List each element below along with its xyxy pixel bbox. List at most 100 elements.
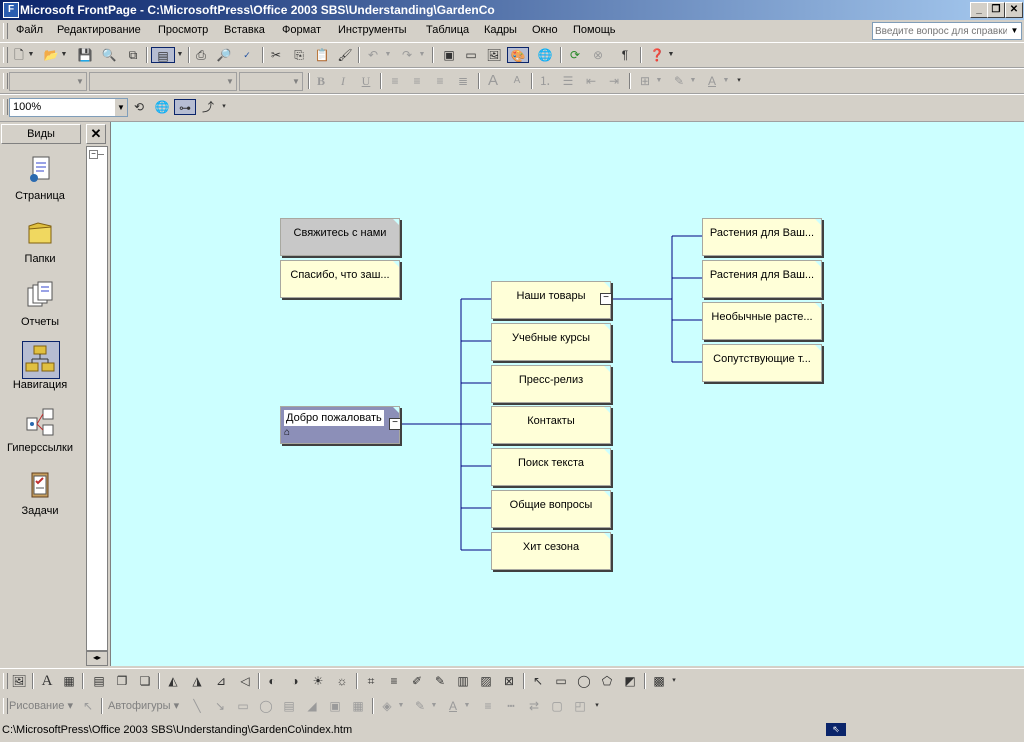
borders-icon[interactable]: ⊞	[639, 74, 651, 88]
bold-icon[interactable]: B	[316, 74, 325, 88]
decrease-font-icon[interactable]: A	[513, 75, 521, 86]
rotate-left-icon[interactable]: ◭	[168, 674, 178, 688]
bevel-icon[interactable]: ▨	[480, 674, 492, 688]
frontpage-app-icon[interactable]: F	[3, 2, 19, 18]
chevron-down-icon[interactable]: ▼	[76, 77, 84, 86]
menu-help[interactable]: Помощь	[573, 24, 616, 36]
drawing-icon[interactable]: 🎨	[507, 47, 529, 63]
arrow-style-icon[interactable]: ⇄	[528, 699, 540, 713]
nav-page-level2[interactable]: Сопутствующие т...	[702, 344, 822, 382]
3d-style-icon[interactable]: ◰	[574, 699, 586, 713]
show-all-icon[interactable]: ¶	[621, 48, 629, 62]
stop-icon[interactable]: ⊗	[592, 48, 604, 62]
toolbar-grip[interactable]	[3, 23, 8, 39]
chevron-down-icon[interactable]: ▼	[60, 51, 68, 58]
underline-icon[interactable]: U	[361, 74, 371, 88]
web-component-icon[interactable]: ▣	[443, 48, 455, 62]
italic-icon[interactable]: I	[341, 74, 345, 88]
refresh-icon[interactable]: ⟳	[569, 48, 581, 62]
align-right-icon[interactable]: ≡	[436, 74, 444, 88]
publish-icon[interactable]: ⧉	[128, 48, 138, 62]
chevron-down-icon[interactable]: ▼	[384, 51, 392, 58]
more-contrast-icon[interactable]: ◐	[268, 674, 276, 688]
hyperlink-icon[interactable]: 🌐	[537, 48, 553, 62]
save-icon[interactable]: 💾	[77, 48, 93, 62]
menu-format[interactable]: Формат	[282, 24, 322, 36]
clipart-icon[interactable]: ▣	[329, 699, 341, 713]
tree-collapse-icon[interactable]: −	[89, 150, 98, 159]
menu-table[interactable]: Таблица	[426, 24, 470, 36]
menu-frames[interactable]: Кадры	[484, 24, 517, 36]
redo-icon[interactable]: ↷	[401, 48, 413, 62]
view-page[interactable]: Страница	[0, 154, 80, 214]
chevron-down-icon[interactable]: ▼	[115, 99, 127, 116]
menu-file[interactable]: Файл	[16, 24, 44, 36]
external-link-icon[interactable]: ⤴	[201, 100, 214, 114]
close-button[interactable]: ✕	[1005, 2, 1023, 18]
font-color-icon[interactable]: A	[707, 74, 716, 88]
nav-page-level1[interactable]: Поиск текста	[491, 448, 611, 486]
nav-page-home[interactable]: Добро пожаловать ⌂	[280, 406, 400, 444]
bring-forward-icon[interactable]: ❐	[116, 674, 128, 688]
chevron-down-icon[interactable]: ▼	[655, 77, 663, 84]
auto-thumbnail-icon[interactable]: ▦	[63, 674, 75, 688]
chevron-down-icon[interactable]: ▼	[463, 702, 471, 709]
toolbar-grip[interactable]	[3, 673, 8, 689]
oval-icon[interactable]: ◯	[577, 674, 591, 688]
view-folders[interactable]: Папки	[0, 217, 80, 277]
collapse-toggle[interactable]: −	[600, 293, 612, 305]
toolbar-grip[interactable]	[3, 47, 8, 63]
nav-page-level1[interactable]: Учебные курсы	[491, 323, 611, 361]
chevron-down-icon[interactable]: ▼	[722, 77, 730, 84]
rectangle-icon[interactable]: ▭	[237, 699, 249, 713]
resample-icon[interactable]: ⊠	[503, 674, 515, 688]
help-question-box[interactable]: ▼	[872, 22, 1022, 40]
send-backward-icon[interactable]: ❏	[139, 674, 151, 688]
chevron-down-icon[interactable]: ▼	[689, 77, 697, 84]
justify-icon[interactable]: ≣	[457, 74, 469, 88]
toolbar-options-icon[interactable]: ▾	[672, 677, 676, 684]
horizontal-scrollbar[interactable]: ◂▸	[86, 650, 108, 666]
toolbar-grip[interactable]	[3, 99, 8, 115]
nav-page-level2[interactable]: Растения для Ваш...	[702, 218, 822, 256]
help-icon[interactable]: ❓	[649, 48, 665, 62]
minimize-button[interactable]: _	[970, 2, 988, 18]
textbox-icon[interactable]: ▤	[283, 699, 295, 713]
line-icon[interactable]: ╲	[193, 699, 201, 713]
toolbar-grip[interactable]	[3, 698, 8, 714]
increase-indent-icon[interactable]: ⇥	[608, 74, 620, 88]
nav-page-level1[interactable]: Наши товары	[491, 281, 611, 319]
portrait-landscape-icon[interactable]: ⟲	[133, 100, 145, 114]
chevron-down-icon[interactable]: ▼	[226, 77, 234, 86]
oval-icon[interactable]: ◯	[259, 699, 273, 713]
view-navigation[interactable]: Навигация	[0, 343, 80, 403]
close-icon[interactable]: ✕	[86, 124, 106, 144]
nav-page-level1[interactable]: Контакты	[491, 406, 611, 444]
chevron-down-icon[interactable]: ▼	[1010, 26, 1019, 35]
paste-icon[interactable]: 📋	[314, 48, 330, 62]
nav-page-orphan[interactable]: Свяжитесь с нами	[280, 218, 400, 256]
navigation-canvas[interactable]: Свяжитесь с нами Спасибо, что заш... Доб…	[110, 122, 1024, 666]
rectangle-icon[interactable]: ▭	[555, 674, 567, 688]
toolbar-options-icon[interactable]: ▾	[737, 77, 741, 84]
flip-vertical-icon[interactable]: ◁	[240, 674, 250, 688]
menu-view[interactable]: Просмотр	[158, 24, 209, 36]
nav-page-orphan[interactable]: Спасибо, что заш...	[280, 260, 400, 298]
font-select[interactable]: ▼	[89, 72, 237, 91]
flip-horizontal-icon[interactable]: ⊿	[215, 674, 227, 688]
view-hyperlinks[interactable]: Гиперссылки	[0, 406, 80, 466]
numbered-list-icon[interactable]: ⒈	[538, 74, 551, 88]
chevron-down-icon[interactable]: ▼	[430, 702, 438, 709]
position-absolutely-icon[interactable]: ▤	[93, 674, 105, 688]
increase-font-icon[interactable]: A	[487, 72, 498, 89]
print-icon[interactable]: ⎙	[196, 48, 206, 62]
restore-picture-icon[interactable]: ▩	[653, 674, 665, 688]
copy-icon[interactable]: ⎘	[294, 48, 304, 62]
insert-picture-icon[interactable]: ▦	[352, 699, 364, 713]
drawing-menu[interactable]: Рисование ▾	[9, 700, 73, 712]
fill-color-icon[interactable]: ◈	[382, 699, 392, 713]
line-style-icon[interactable]: ≡	[484, 699, 492, 713]
color-icon[interactable]: ▥	[457, 674, 469, 688]
format-picture-icon[interactable]: ✐	[411, 674, 423, 688]
nav-page-level1[interactable]: Пресс-релиз	[491, 365, 611, 403]
